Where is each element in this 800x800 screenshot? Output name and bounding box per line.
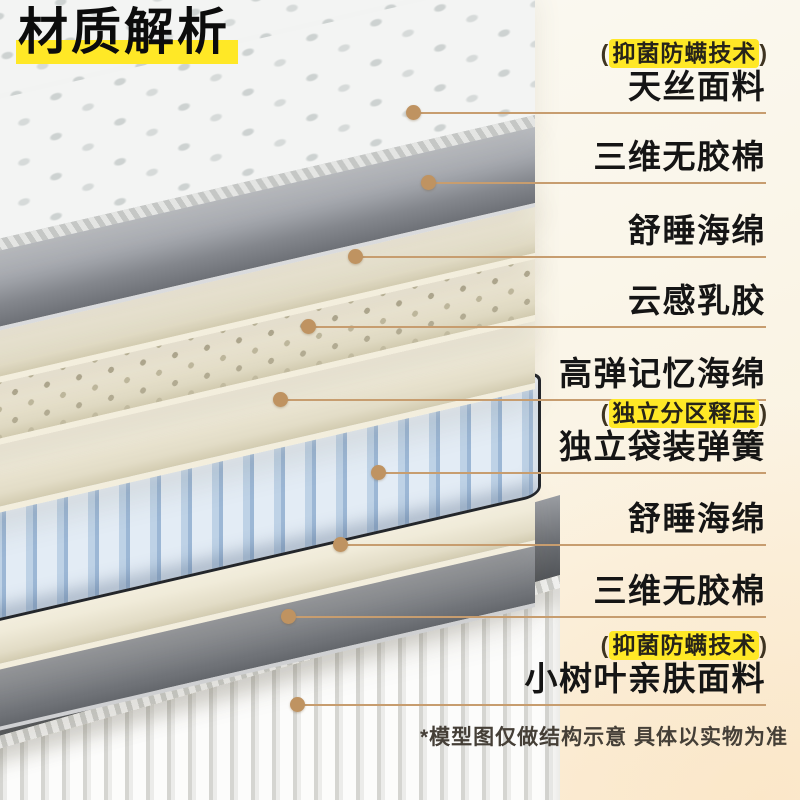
leader-line [308, 326, 766, 328]
tag-paren: ( [600, 400, 610, 426]
leader-line [288, 616, 766, 618]
leader-dot [348, 249, 363, 264]
material-label: 高弹记忆海绵 [559, 355, 766, 392]
tag-paren: ) [759, 632, 768, 658]
feature-tag: (抑菌防螨技术) [601, 34, 768, 68]
disclaimer-footnote: *模型图仅做结构示意 具体以实物为准 [419, 726, 788, 749]
page-title: 材质解析 [16, 4, 238, 64]
page-title-text: 材质解析 [16, 4, 238, 64]
leader-line [297, 704, 766, 706]
leader-dot [371, 465, 386, 480]
leader-line [378, 472, 766, 474]
leader-line [355, 256, 766, 258]
tag-paren: ( [600, 632, 610, 658]
material-label: 云感乳胶 [628, 282, 766, 319]
feature-tag: (独立分区释压) [601, 394, 768, 428]
material-label: 三维无胶棉 [593, 138, 766, 175]
tag-paren: ( [600, 40, 610, 66]
tag-paren: ) [759, 400, 768, 426]
leader-line [413, 112, 766, 114]
leader-dot [301, 319, 316, 334]
tag-text: 抑菌防螨技术 [609, 39, 760, 68]
leader-line [428, 182, 766, 184]
leader-line [280, 399, 766, 401]
tag-text: 抑菌防螨技术 [609, 631, 760, 660]
leader-dot [406, 105, 421, 120]
material-label: 舒睡海绵 [628, 500, 766, 537]
tag-text: 独立分区释压 [609, 399, 760, 428]
leader-dot [333, 537, 348, 552]
leader-line [340, 544, 766, 546]
material-label: 天丝面料 [628, 68, 766, 105]
leader-dot [290, 697, 305, 712]
material-label: 舒睡海绵 [628, 212, 766, 249]
material-label: 小树叶亲肤面料 [524, 660, 766, 697]
leader-dot [273, 392, 288, 407]
tag-paren: ) [759, 40, 768, 66]
material-label: 独立袋装弹簧 [559, 428, 766, 465]
material-label: 三维无胶棉 [593, 572, 766, 609]
leader-dot [281, 609, 296, 624]
leader-dot [421, 175, 436, 190]
feature-tag: (抑菌防螨技术) [601, 626, 768, 660]
